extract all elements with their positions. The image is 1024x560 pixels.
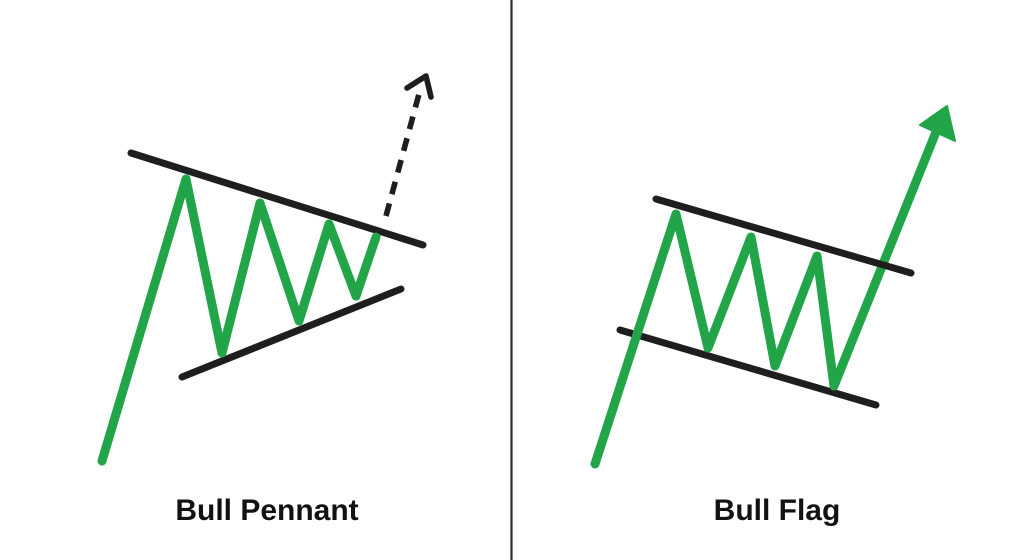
bull-pennant-drawing	[97, 73, 434, 466]
flag-upper-trendline	[652, 195, 915, 277]
flag-breakout-arrowhead-icon	[919, 105, 956, 142]
flag-price-line	[590, 127, 941, 469]
bull-flag-label: Bull Flag	[713, 494, 841, 527]
pennant-breakout-arrowhead-icon	[404, 73, 434, 100]
bull-pennant-label: Bull Pennant	[175, 494, 359, 527]
pennant-lower-trendline	[178, 285, 405, 381]
flag-lower-trendline	[616, 326, 880, 409]
pennant-price-line	[97, 174, 381, 466]
bull-flag-drawing	[590, 105, 956, 469]
pennant-upper-trendline	[127, 149, 427, 249]
pennant-breakout-dashed-arrow-shaft	[383, 93, 422, 217]
